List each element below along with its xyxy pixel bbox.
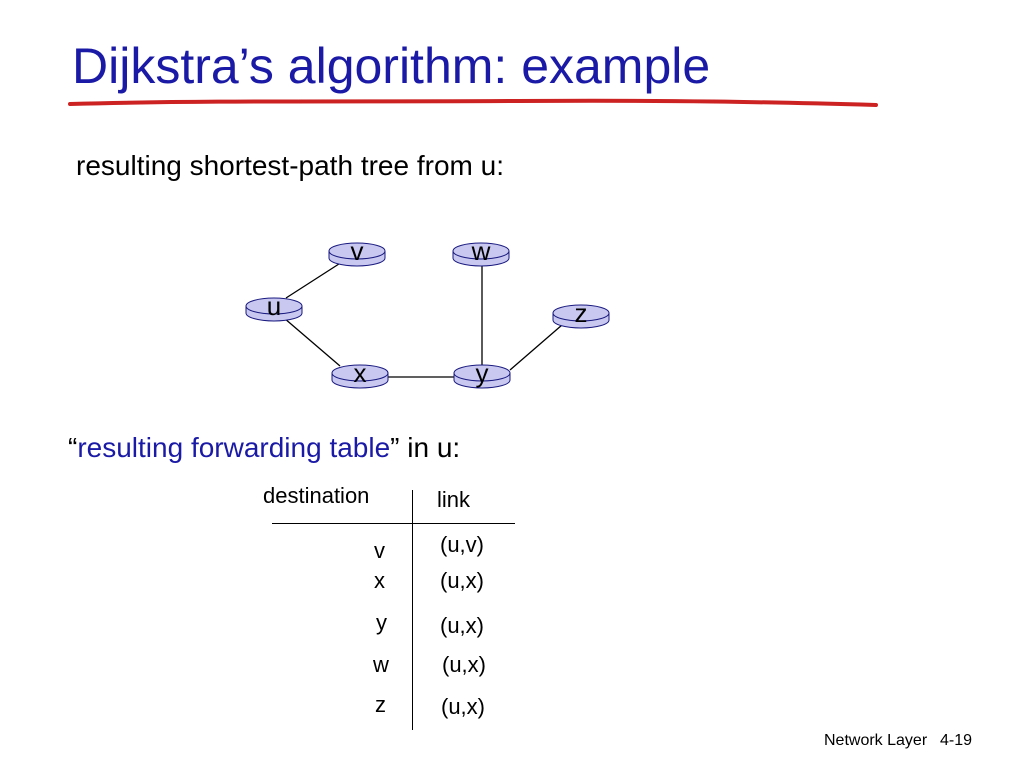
table-cell-link: (u,x) [440, 568, 484, 593]
node-label-w: w [471, 236, 491, 266]
edge-u-x [283, 317, 341, 367]
table-header-rule [272, 523, 515, 524]
heading-rest-text: ” in u: [390, 432, 461, 463]
table-cell-link: (u,v) [440, 532, 484, 557]
node-label-v: v [351, 236, 364, 266]
footer-section-label: Network Layer [824, 732, 928, 749]
node-label-u: u [267, 291, 281, 321]
node-label-z: z [575, 298, 588, 328]
table-cell-destination: w [373, 652, 389, 677]
table-cell-link: (u,x) [442, 652, 486, 677]
router-node-w: w [452, 236, 510, 267]
table-cell-destination: y [376, 610, 387, 635]
router-node-x: x [331, 358, 389, 389]
table-cell-destination: x [374, 568, 385, 593]
heading-accent-text: resulting forwarding table [77, 432, 391, 463]
edge-u-v [285, 261, 343, 299]
heading-open-quote: “ [68, 432, 78, 463]
table-cell-destination: v [374, 538, 385, 563]
slide-title: Dijkstra’s algorithm: example [72, 38, 711, 94]
node-label-x: x [354, 358, 367, 388]
router-node-v: v [328, 236, 386, 267]
column-header-destination: destination [263, 483, 370, 508]
footer-page-number: 4-19 [940, 732, 973, 749]
table-cell-link: (u,x) [441, 694, 485, 719]
table-cell-link: (u,x) [440, 613, 484, 638]
node-label-y: y [476, 358, 489, 388]
router-node-z: z [552, 298, 610, 329]
edge-y-z [509, 324, 563, 371]
tree-edges [283, 261, 563, 378]
title-underline [68, 98, 878, 107]
forwarding-table-heading: “resulting forwarding table” in u: [68, 428, 460, 468]
router-node-y: y [453, 358, 511, 389]
table-column-rule [412, 490, 413, 730]
column-header-link: link [437, 487, 471, 512]
router-node-u: u [245, 291, 303, 322]
subtitle: resulting shortest-path tree from u: [76, 150, 504, 181]
table-cell-destination: z [375, 692, 386, 717]
